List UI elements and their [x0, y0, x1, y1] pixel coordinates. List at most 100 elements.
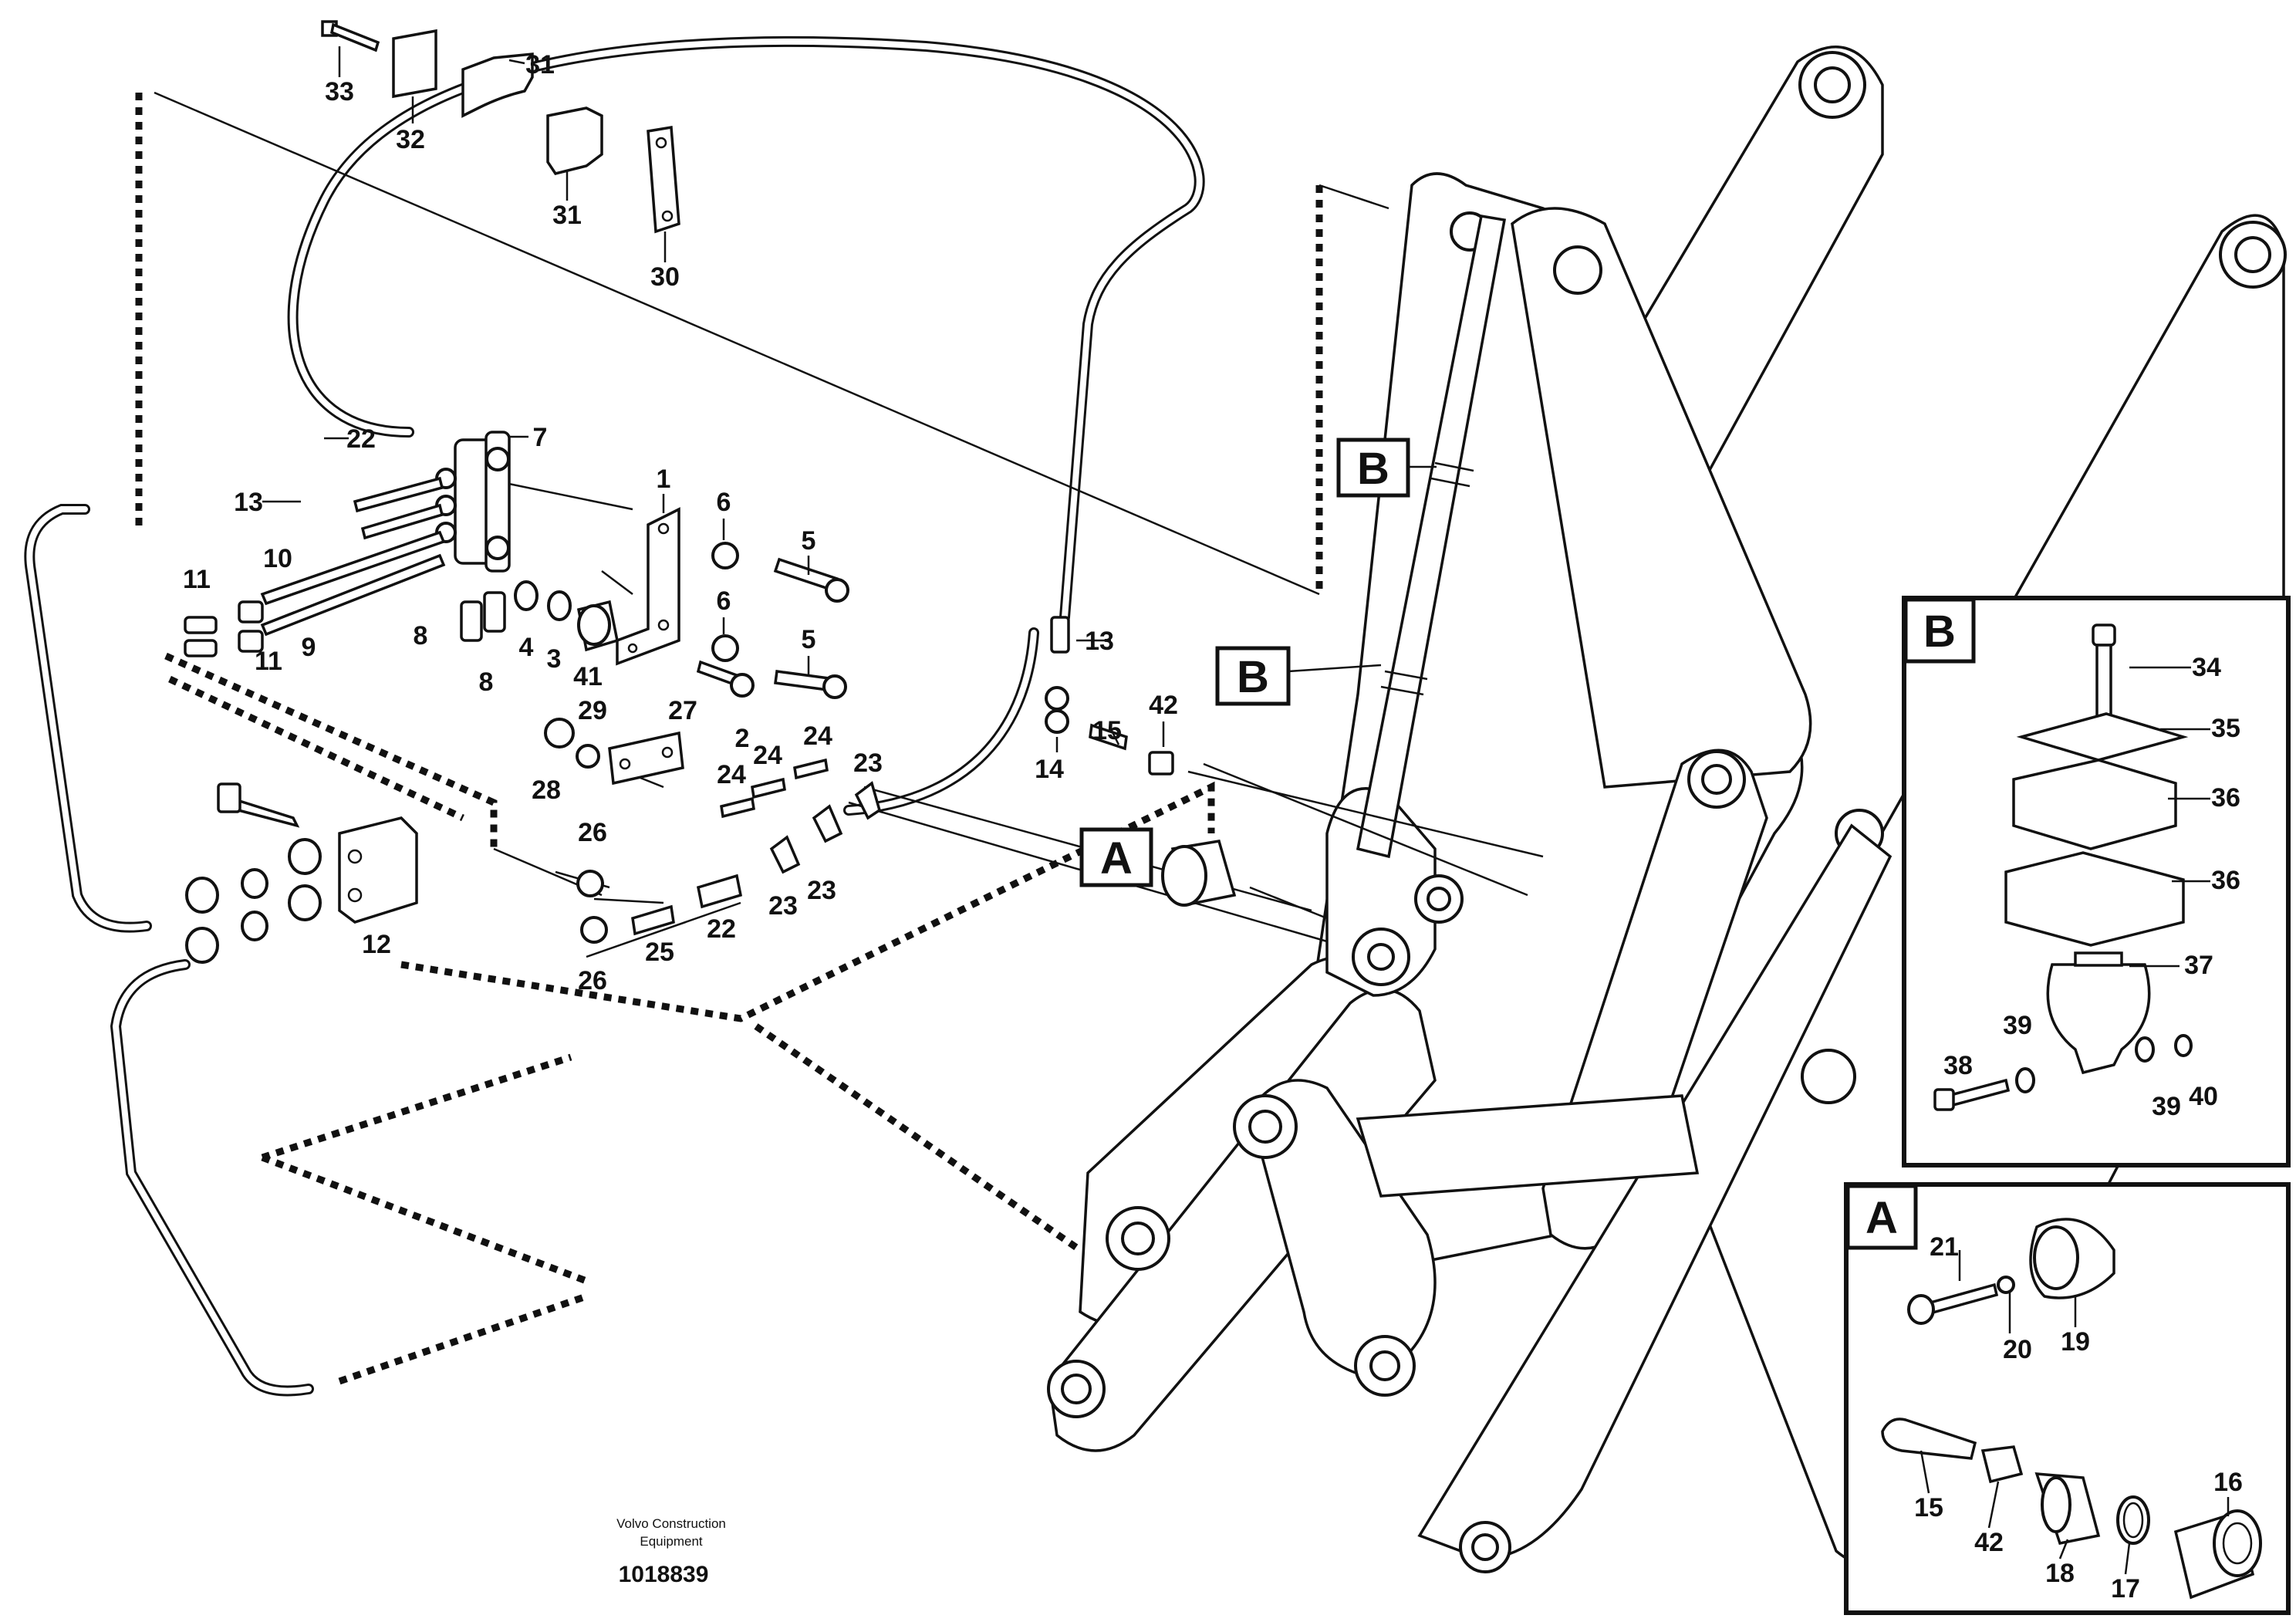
callout-19: 19: [2061, 1327, 2090, 1357]
dash-to-A: [400, 781, 1215, 1022]
callout-42-main: 42: [1149, 691, 1178, 720]
bracket-1: [616, 507, 680, 666]
fitting-group-right: [1045, 616, 1237, 907]
callout-25: 25: [645, 938, 674, 967]
plate-32: [392, 29, 437, 99]
detail-label-a-inset: A: [1866, 1193, 1898, 1243]
rod-ring-lower: [1384, 670, 1428, 681]
clamp-group-top: [321, 20, 680, 234]
inset-detail-a: A: [1844, 1182, 2291, 1615]
callout-36-lower: 36: [2211, 866, 2240, 895]
cover-plate-35: [2016, 712, 2189, 762]
callout-41: 41: [573, 662, 603, 691]
pivot-hole-top-right-inner: [2234, 236, 2271, 273]
washer-4: [514, 580, 539, 611]
callout-8-left: 8: [414, 621, 428, 650]
callout-17: 17: [2111, 1574, 2140, 1603]
clamp-half-36-upper: [2012, 759, 2177, 850]
callout-18: 18: [2045, 1559, 2075, 1588]
fitting-22: [696, 874, 743, 909]
callout-5-lower: 5: [802, 625, 816, 654]
lever-hole-2-inner: [1427, 887, 1451, 911]
nipple-25: [631, 904, 675, 936]
callout-33: 33: [325, 77, 354, 106]
callout-2: 2: [735, 724, 750, 753]
callout-32: 32: [396, 125, 425, 154]
grease-pipe-lower: [110, 959, 314, 1397]
washer-39-left: [2015, 1067, 2035, 1093]
callout-29: 29: [578, 696, 607, 725]
callout-16: 16: [2213, 1468, 2243, 1497]
callout-23-c: 23: [807, 876, 836, 905]
link-hole-1-inner: [1121, 1222, 1155, 1255]
footer-company-line1: Volvo Construction: [616, 1516, 726, 1531]
nut-42-inset: [1980, 1445, 2024, 1484]
callout-7: 7: [533, 423, 548, 452]
callout-14: 14: [1035, 755, 1064, 784]
callout-8-right: 8: [479, 667, 494, 697]
clip-23-a: [769, 835, 801, 874]
footer-drawing-number: 1018839: [619, 1562, 709, 1587]
callout-37: 37: [2184, 951, 2213, 980]
callout-11-lower: 11: [255, 647, 282, 676]
hose-22-loop: [287, 35, 1205, 623]
fitting-group-center: [576, 758, 882, 944]
clamp-block-group: [185, 782, 418, 964]
plate-group-27: [544, 718, 684, 786]
front-arm-hole-inner: [1701, 764, 1732, 795]
callout-27: 27: [668, 696, 697, 725]
fitting-8-right: [483, 591, 506, 633]
clip-23-c: [854, 781, 882, 820]
callout-3: 3: [547, 644, 562, 674]
rod-ring-lower-2: [1380, 685, 1424, 696]
detail-label-a-main: A: [1100, 833, 1133, 884]
clamp-31-upper: [461, 52, 534, 118]
part-callouts: 33 32 31 31 30 22 7 13 1 6 5 10 11 9 11 …: [183, 50, 2243, 1603]
link-hole-2-inner: [1061, 1374, 1092, 1404]
callout-leaders: [262, 46, 2230, 1575]
callout-42-inset: 42: [1974, 1528, 2004, 1557]
callout-11-upper: 11: [183, 565, 211, 594]
grease-pipe-left: [24, 504, 152, 933]
callout-34: 34: [2192, 653, 2221, 682]
nipple-11-upper: [184, 616, 218, 634]
hose-end-13: [1050, 616, 1070, 654]
dash-from-11: [164, 652, 498, 849]
rod-ring-upper: [1434, 461, 1474, 472]
bolt-24-b: [751, 777, 786, 799]
callout-24-a: 24: [803, 721, 832, 751]
callout-26-upper: 26: [578, 818, 607, 847]
boom-hole-top: [1553, 245, 1602, 295]
bolt-33: [321, 20, 380, 52]
washer-3: [547, 590, 572, 621]
elbow-26-lower: [580, 916, 608, 944]
clamp-bracket-37: [2046, 963, 2151, 1075]
drawing-footer: Volvo Construction Equipment 1018839: [616, 1516, 726, 1587]
callout-22-lower: 22: [707, 914, 736, 944]
pivot-hole-top-left-inner: [1814, 66, 1851, 103]
callout-22-upper: 22: [346, 424, 376, 454]
washer-28: [544, 718, 575, 748]
hose-lines: [24, 35, 1205, 1397]
washer-39-right: [2135, 1036, 2155, 1063]
callout-23-a: 23: [853, 748, 883, 778]
clamp-block-12: [338, 816, 418, 924]
detail-label-b-lower: B: [1237, 652, 1269, 702]
callout-38: 38: [1943, 1051, 1973, 1080]
rod-ring-upper-2: [1430, 477, 1470, 488]
mount-hole-right-lower: [1801, 1049, 1856, 1104]
callout-36-upper: 36: [2211, 783, 2240, 813]
callout-39-left: 39: [2003, 1011, 2032, 1040]
clamp-half-36-lower: [2004, 851, 2185, 947]
rear-boom-arm-left: [1602, 46, 1884, 481]
bolt-15-inset: [1881, 1418, 1977, 1460]
callout-20: 20: [2003, 1335, 2032, 1364]
tilt-hole-1-inner: [1248, 1110, 1282, 1144]
inset-detail-b: B: [1902, 596, 2291, 1168]
detail-callout-a-main: A: [1079, 827, 1153, 887]
callout-30: 30: [650, 262, 680, 292]
hose-9: [260, 553, 446, 637]
plate-27: [608, 731, 684, 786]
main-boom-plate: [1511, 207, 1812, 789]
